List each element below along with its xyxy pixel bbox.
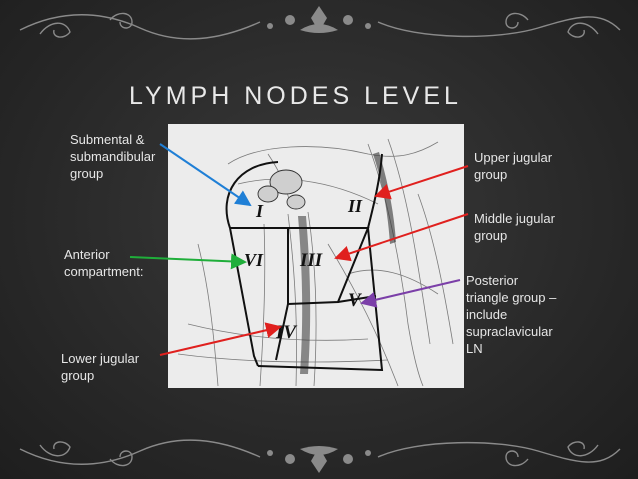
middle-jugular-label: Middle jugular group	[474, 211, 555, 243]
level-ii-label: II	[347, 196, 363, 216]
bottom-ornament	[19, 439, 621, 473]
slide-title: LYMPH NODES LEVEL	[129, 82, 462, 110]
level-iv-label: IV	[275, 322, 297, 343]
level-i-label: I	[255, 201, 264, 221]
top-ornament	[19, 6, 621, 40]
anterior-compartment-label: Anterior compartment:	[64, 247, 144, 279]
level-iii-label: III	[299, 250, 323, 271]
submental-label: Submental & submandibular group	[70, 132, 156, 181]
neck-diagram: I II III IV V VI	[168, 124, 464, 388]
upper-jugular-label: Upper jugular group	[474, 150, 553, 182]
level-v-label: V	[348, 290, 362, 311]
level-vi-label: VI	[244, 250, 264, 270]
posterior-triangle-label: Posterior triangle group – include supra…	[466, 273, 557, 356]
lower-jugular-label: Lower jugular group	[61, 351, 140, 383]
